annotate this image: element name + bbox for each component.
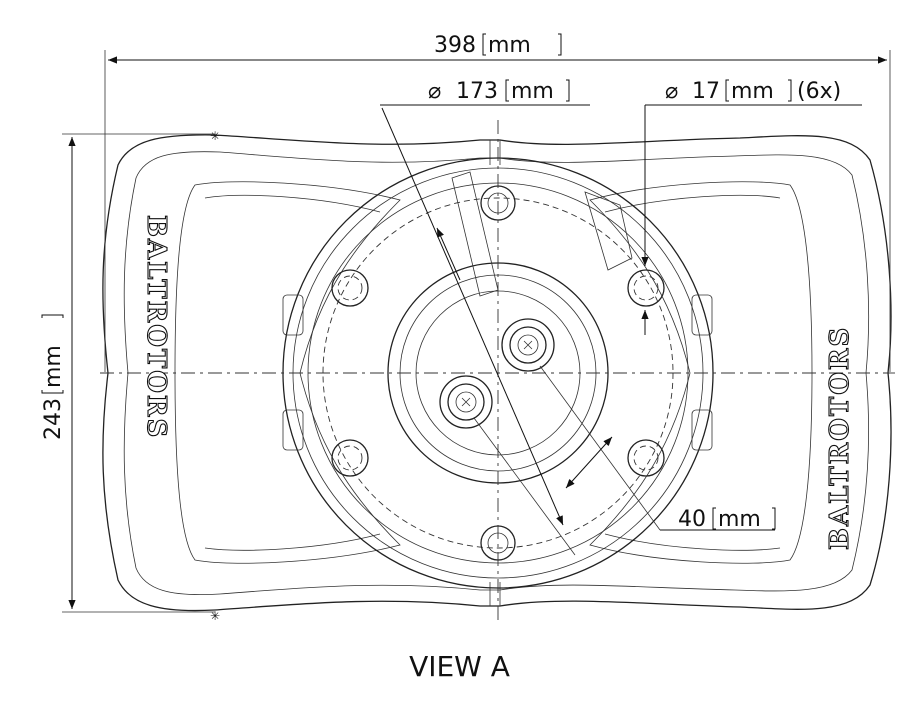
svg-text:⌀: ⌀ (665, 79, 678, 104)
dimension-overall-width: 398 mm (104, 33, 891, 372)
height-value: 243 (41, 398, 66, 440)
dimension-hole-diameter: ⌀ 17 mm (6x) (641, 79, 862, 335)
mounting-hole (331, 269, 369, 307)
hole-value: 17 (692, 79, 720, 104)
view-label: VIEW A (409, 650, 510, 683)
offset-value: 40 (678, 507, 706, 532)
hole-unit: mm (731, 79, 774, 104)
svg-text:✳: ✳ (210, 129, 220, 143)
connector (439, 375, 493, 429)
base-plate-outline: ✳ ✳ (102, 129, 892, 623)
dimension-offset: 40 mm (473, 365, 776, 556)
connector (501, 318, 555, 372)
connectors (439, 318, 555, 429)
pcd-value: 173 (456, 79, 498, 104)
width-value: 398 (434, 33, 476, 58)
height-unit: mm (41, 345, 66, 388)
mounting-holes (331, 185, 665, 561)
width-unit: mm (488, 33, 531, 58)
offset-unit: mm (718, 507, 761, 532)
brand-logo-right: BALTROTORS (824, 325, 855, 550)
pcd-unit: mm (511, 79, 554, 104)
mounting-hole (331, 439, 369, 477)
brand-logo-left: BALTROTORS (140, 214, 171, 439)
svg-text:BALTROTORS: BALTROTORS (825, 326, 855, 550)
mounting-hole (627, 439, 665, 477)
svg-text:⌀: ⌀ (428, 79, 441, 104)
dimension-pcd-diameter: ⌀ 173 mm (380, 79, 590, 526)
svg-text:✳: ✳ (210, 609, 220, 623)
hole-count: (6x) (797, 79, 841, 104)
mounting-hole (627, 269, 665, 307)
svg-text:BALTROTORS: BALTROTORS (141, 215, 171, 439)
dimension-overall-height: 243 mm (41, 133, 215, 613)
